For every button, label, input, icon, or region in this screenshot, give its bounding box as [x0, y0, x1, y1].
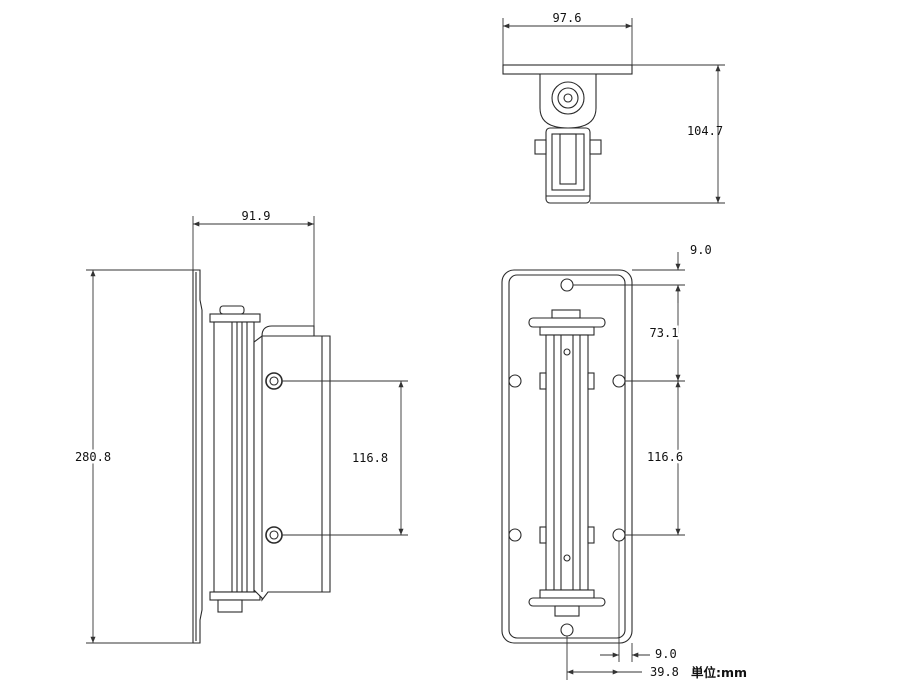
side-shaft — [213, 321, 255, 593]
front-arm-channel — [545, 334, 589, 591]
top-right-nut — [589, 139, 602, 155]
top-view — [502, 64, 633, 204]
dim-front-lower-pitch: 116.6 — [647, 450, 683, 464]
top-arm-core — [559, 133, 577, 185]
top-pivot-bolt — [563, 93, 573, 103]
dim-side-height: 280.8 — [75, 450, 111, 464]
dim-side-depth: 91.9 — [242, 209, 271, 223]
front-top-clamp — [528, 317, 606, 328]
front-bolt-ur — [587, 372, 595, 390]
front-hole-ll — [508, 528, 522, 542]
side-bottom-washer — [209, 591, 261, 601]
front-view — [501, 269, 633, 644]
front-bolt-ll — [539, 526, 547, 544]
top-view-dimensions: 97.6 104.7 — [502, 11, 725, 204]
top-pivot-outer — [551, 81, 585, 115]
side-top-bolt-head — [219, 305, 245, 315]
front-top-nut — [551, 309, 581, 319]
dim-front-top-offset: 9.0 — [690, 243, 712, 257]
dim-front-upper-pitch: 73.1 — [650, 326, 679, 340]
side-view — [192, 269, 331, 644]
top-arm-frame — [545, 127, 591, 204]
top-base-plate — [502, 64, 633, 75]
front-view-dimensions: 9.0 73.1 116.6 9.0 39.8 単位:mm — [566, 243, 747, 680]
front-bottom-nut — [554, 605, 580, 617]
front-bottom-collar — [539, 589, 595, 599]
side-top-washer — [209, 313, 261, 323]
dim-front-side-offset: 9.0 — [655, 647, 677, 661]
front-top-collar — [539, 326, 595, 336]
front-bolt-ul — [539, 372, 547, 390]
side-wall-plate — [192, 269, 203, 644]
side-view-dimensions: 91.9 280.8 116.8 — [72, 209, 408, 644]
front-bolt-lr — [587, 526, 595, 544]
dim-front-half-width: 39.8 — [650, 665, 679, 679]
top-left-nut — [534, 139, 547, 155]
top-pivot-inner — [557, 87, 579, 109]
front-hole-ul — [508, 374, 522, 388]
side-bracket — [253, 335, 331, 602]
dim-side-hole-pitch: 116.8 — [352, 451, 388, 465]
side-bottom-nut — [217, 599, 243, 613]
front-bottom-clamp — [528, 597, 606, 607]
dim-top-height: 104.7 — [687, 124, 723, 138]
unit-label: 単位:mm — [691, 665, 747, 680]
dim-top-width: 97.6 — [553, 11, 582, 25]
